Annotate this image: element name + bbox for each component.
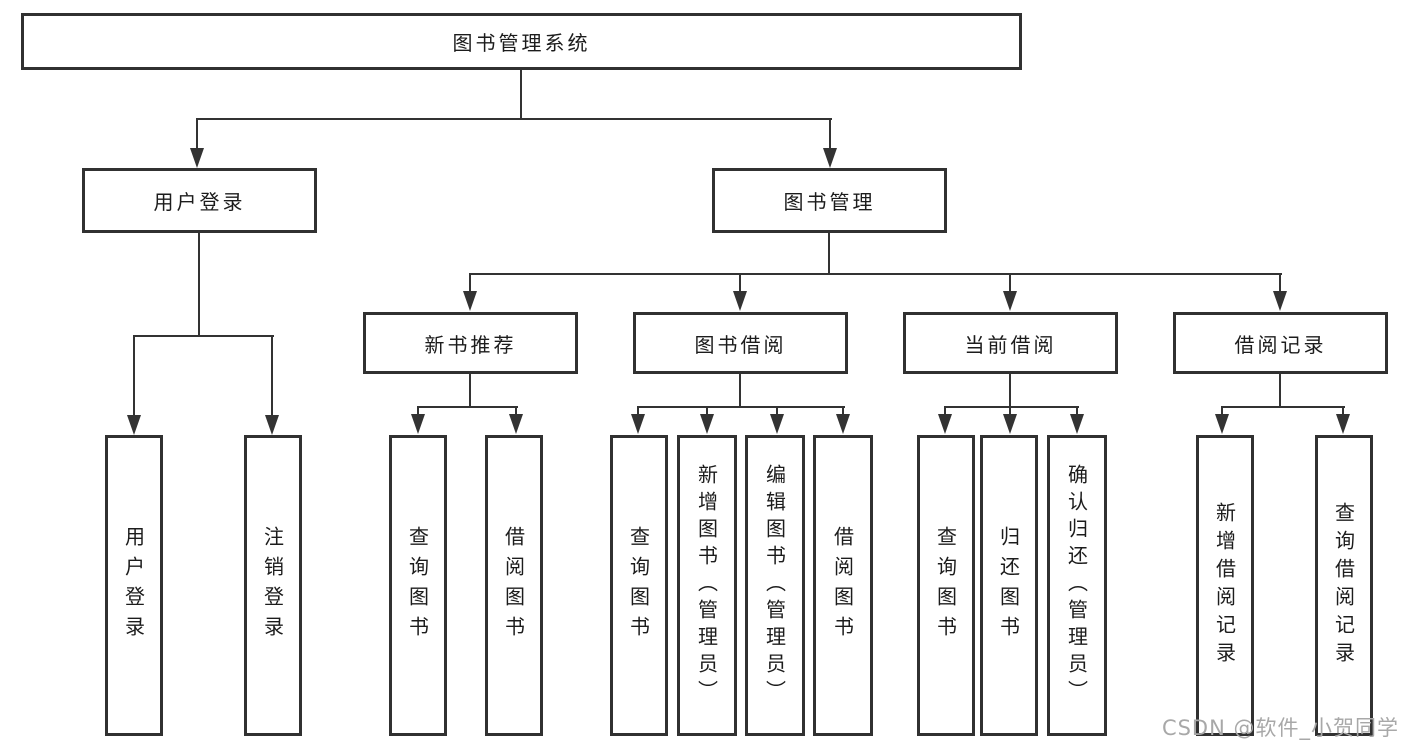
leaf-query-books-recommend-label: 查询图书 xyxy=(405,525,430,646)
leaf-confirm-return-admin-label: 确认归还（管理员） xyxy=(1064,464,1089,707)
arrow-stem xyxy=(196,118,198,150)
arrowhead-down-icon xyxy=(127,415,141,435)
arrowhead-down-icon xyxy=(1003,291,1017,311)
arrow-stem xyxy=(133,335,135,417)
connector-line-vertical xyxy=(520,70,522,118)
arrowhead-down-icon xyxy=(770,414,784,434)
connector-line-horizontal xyxy=(417,406,518,408)
connector-line-vertical xyxy=(469,374,471,406)
connector-line-vertical xyxy=(198,233,200,335)
leaf-add-books-admin: 新增图书（管理员） xyxy=(677,435,737,736)
leaf-return-books-label: 归还图书 xyxy=(996,525,1021,646)
arrow-stem xyxy=(271,335,273,417)
arrow-stem xyxy=(776,406,778,416)
leaf-query-books-recommend: 查询图书 xyxy=(389,435,447,736)
leaf-query-books-current: 查询图书 xyxy=(917,435,975,736)
leaf-logout-label: 注销登录 xyxy=(260,525,285,646)
arrowhead-down-icon xyxy=(733,291,747,311)
arrowhead-down-icon xyxy=(823,148,837,168)
leaf-user-login: 用户登录 xyxy=(105,435,163,736)
arrow-stem xyxy=(637,406,639,416)
connector-line-vertical xyxy=(828,233,830,273)
leaf-logout: 注销登录 xyxy=(244,435,302,736)
leaf-query-books-current-label: 查询图书 xyxy=(933,525,958,646)
arrow-stem xyxy=(1076,406,1078,416)
leaf-query-books-borrow: 查询图书 xyxy=(610,435,668,736)
leaf-query-borrow-record-label: 查询借阅记录 xyxy=(1331,501,1356,670)
leaf-edit-books-admin-label: 编辑图书（管理员） xyxy=(762,464,787,707)
arrowhead-down-icon xyxy=(1336,414,1350,434)
arrowhead-down-icon xyxy=(700,414,714,434)
leaf-query-books-borrow-label: 查询图书 xyxy=(626,525,651,646)
arrowhead-down-icon xyxy=(938,414,952,434)
node-root: 图书管理系统 xyxy=(21,13,1022,70)
leaf-borrow-books: 借阅图书 xyxy=(813,435,873,736)
arrowhead-down-icon xyxy=(463,291,477,311)
connector-line-horizontal xyxy=(469,273,1282,275)
arrowhead-down-icon xyxy=(411,414,425,434)
arrow-stem xyxy=(1279,273,1281,293)
arrowhead-down-icon xyxy=(190,148,204,168)
arrowhead-down-icon xyxy=(265,415,279,435)
leaf-query-borrow-record: 查询借阅记录 xyxy=(1315,435,1373,736)
leaf-add-books-admin-label: 新增图书（管理员） xyxy=(694,464,719,707)
connector-line-vertical xyxy=(1009,374,1011,406)
node-book-management-label: 图书管理 xyxy=(783,190,876,214)
node-borrow-records: 借阅记录 xyxy=(1173,312,1388,374)
arrow-stem xyxy=(944,406,946,416)
leaf-user-login-label: 用户登录 xyxy=(121,525,146,646)
arrow-stem xyxy=(469,273,471,293)
node-borrow-records-label: 借阅记录 xyxy=(1234,332,1327,357)
arrow-stem xyxy=(1009,406,1011,416)
arrow-stem xyxy=(515,406,517,416)
arrow-stem xyxy=(829,118,831,150)
leaf-edit-books-admin: 编辑图书（管理员） xyxy=(745,435,805,736)
connector-line-vertical xyxy=(739,374,741,406)
node-book-borrow: 图书借阅 xyxy=(633,312,848,374)
connector-line-horizontal xyxy=(944,406,1079,408)
arrow-stem xyxy=(739,273,741,293)
arrowhead-down-icon xyxy=(1215,414,1229,434)
arrow-stem xyxy=(1342,406,1344,416)
arrow-stem xyxy=(1009,273,1011,293)
leaf-borrow-books-recommend-label: 借阅图书 xyxy=(501,525,526,646)
connector-line-vertical xyxy=(1279,374,1281,406)
node-new-book-recommend: 新书推荐 xyxy=(363,312,578,374)
csdn-watermark: CSDN @软件_小贺同学 xyxy=(1161,716,1399,740)
leaf-return-books: 归还图书 xyxy=(980,435,1038,736)
leaf-add-borrow-record: 新增借阅记录 xyxy=(1196,435,1254,736)
arrowhead-down-icon xyxy=(1003,414,1017,434)
node-new-book-recommend-label: 新书推荐 xyxy=(424,332,517,357)
node-current-borrow-label: 当前借阅 xyxy=(964,332,1057,357)
arrowhead-down-icon xyxy=(1273,291,1287,311)
arrowhead-down-icon xyxy=(836,414,850,434)
leaf-confirm-return-admin: 确认归还（管理员） xyxy=(1047,435,1107,736)
leaf-borrow-books-label: 借阅图书 xyxy=(830,525,855,646)
arrow-stem xyxy=(1221,406,1223,416)
arrowhead-down-icon xyxy=(631,414,645,434)
node-user-login: 用户登录 xyxy=(82,168,317,233)
node-book-management: 图书管理 xyxy=(712,168,947,233)
connector-line-horizontal xyxy=(637,406,845,408)
connector-line-horizontal xyxy=(196,118,832,120)
leaf-add-borrow-record-label: 新增借阅记录 xyxy=(1212,501,1237,670)
node-root-label: 图书管理系统 xyxy=(452,31,591,55)
arrowhead-down-icon xyxy=(509,414,523,434)
node-user-login-label: 用户登录 xyxy=(153,190,246,214)
connector-line-horizontal xyxy=(133,335,274,337)
arrow-stem xyxy=(842,406,844,416)
leaf-borrow-books-recommend: 借阅图书 xyxy=(485,435,543,736)
arrowhead-down-icon xyxy=(1070,414,1084,434)
arrow-stem xyxy=(706,406,708,416)
node-current-borrow: 当前借阅 xyxy=(903,312,1118,374)
arrow-stem xyxy=(417,406,419,416)
node-book-borrow-label: 图书借阅 xyxy=(694,332,787,357)
connector-line-horizontal xyxy=(1221,406,1345,408)
